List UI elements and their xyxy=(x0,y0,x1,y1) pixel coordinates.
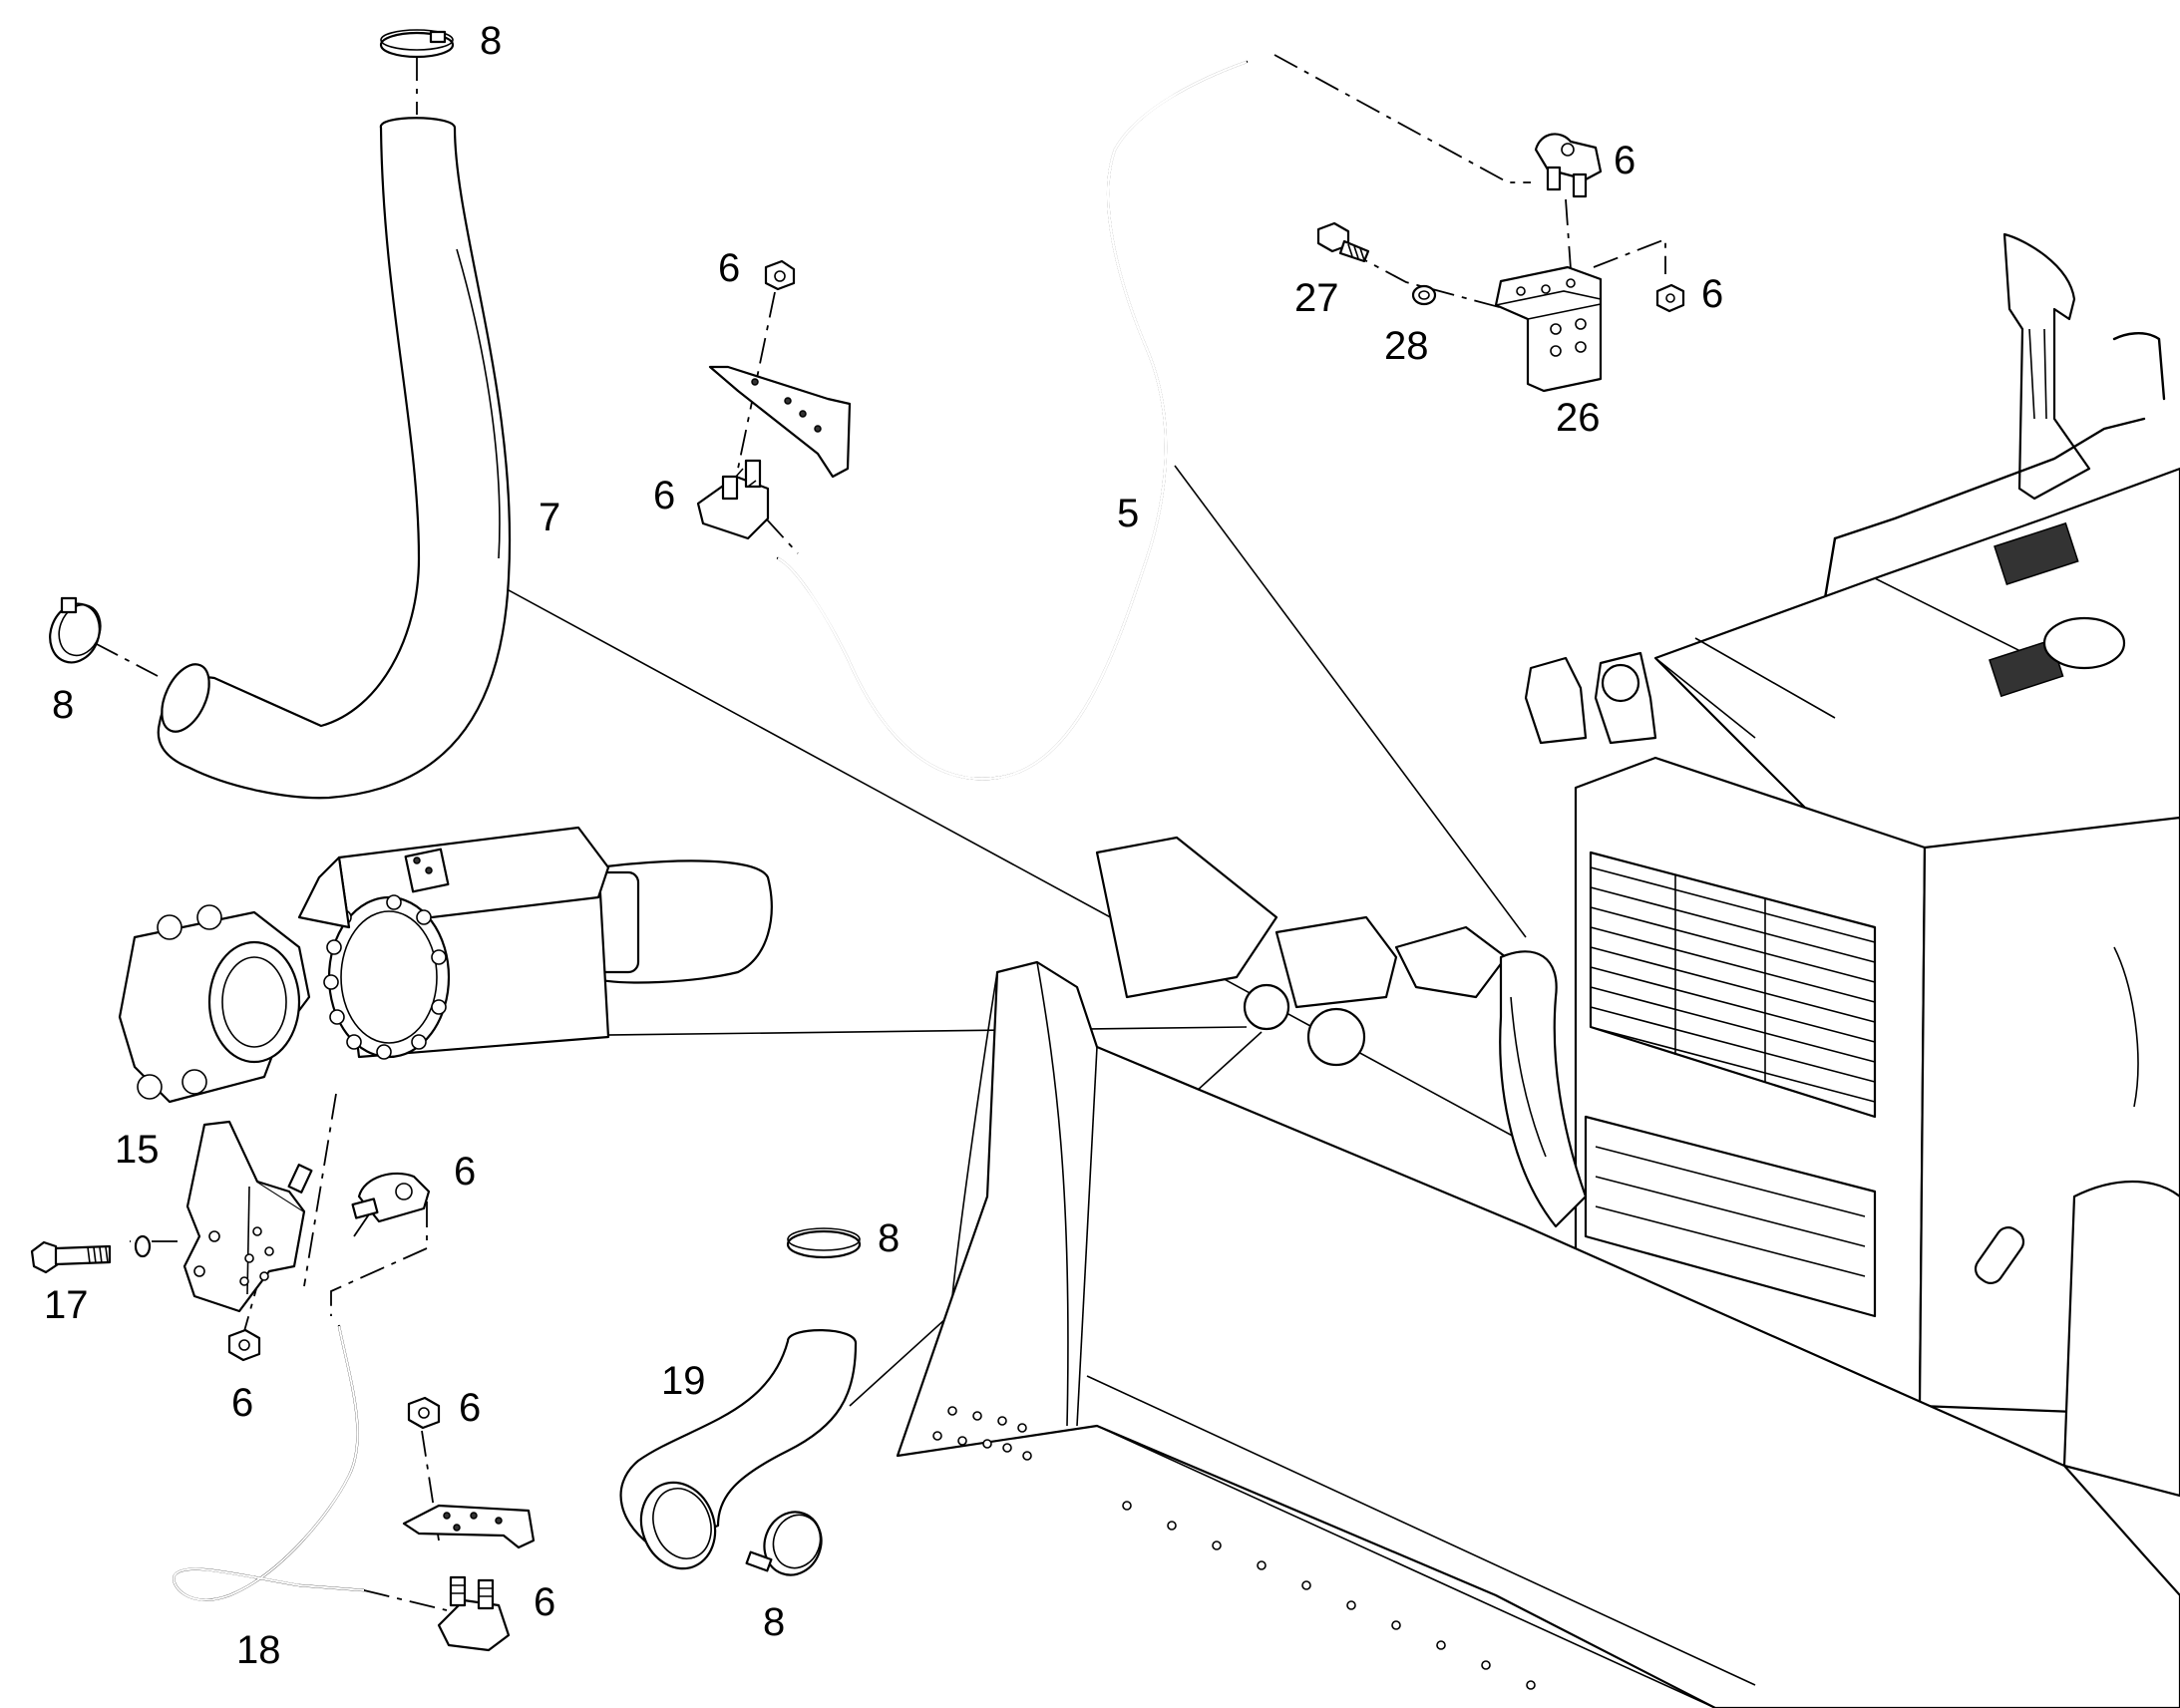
callout-5: 5 xyxy=(1117,492,1139,535)
callout-6-terminal-lower: 6 xyxy=(534,1580,555,1624)
callout-19: 19 xyxy=(661,1359,706,1403)
callout-labels: 8 7 8 6 6 5 6 27 28 6 26 15 6 17 6 8 19 … xyxy=(44,19,1723,1672)
nut-bracket-assembly xyxy=(696,259,852,540)
callout-26: 26 xyxy=(1556,396,1601,440)
upper-radiator-hose xyxy=(157,117,512,800)
hose-clamp-center-top xyxy=(786,1227,862,1259)
callout-15: 15 xyxy=(115,1128,160,1172)
bolt-and-washer xyxy=(30,1234,152,1274)
cable-terminal-top-right xyxy=(1534,133,1603,198)
callout-8-top: 8 xyxy=(480,19,502,63)
ground-cable xyxy=(173,1324,366,1601)
callout-8-left: 8 xyxy=(52,683,74,727)
hose-clamp-top xyxy=(379,29,455,59)
lower-radiator-hose xyxy=(619,1329,858,1570)
callout-6-nut-lower: 6 xyxy=(459,1386,481,1430)
callout-8-center-bottom: 8 xyxy=(763,1600,785,1644)
callout-6-nut-top: 6 xyxy=(718,246,740,290)
callout-28: 28 xyxy=(1384,324,1429,368)
bracket-hardware xyxy=(1316,221,1685,393)
lower-clamp-assembly xyxy=(402,1396,536,1652)
cable-terminal-mid xyxy=(351,1172,431,1223)
callout-6-nut-right: 6 xyxy=(1701,272,1723,316)
grille-lines xyxy=(1590,866,1876,1103)
callout-6-clamp-top: 6 xyxy=(653,474,675,517)
battery-cable xyxy=(776,60,1249,781)
callout-6-terminal-top-right: 6 xyxy=(1614,139,1635,182)
hose-clamp-center-bottom xyxy=(745,1511,823,1576)
hose-clamp-left xyxy=(49,596,102,664)
callout-7: 7 xyxy=(539,496,560,539)
machine-body xyxy=(1524,232,2180,1498)
nut-lower-left xyxy=(227,1328,261,1362)
dozer-blade xyxy=(896,836,2180,1708)
callout-8-center-top: 8 xyxy=(878,1216,900,1260)
mounting-bracket-lower xyxy=(182,1120,313,1313)
callout-6-terminal-mid: 6 xyxy=(454,1150,476,1194)
callout-18: 18 xyxy=(236,1628,281,1672)
callout-6-nut-lower-left: 6 xyxy=(231,1381,253,1425)
cutting-edge-bolts xyxy=(932,1406,1536,1690)
callout-27: 27 xyxy=(1294,276,1339,320)
callout-17: 17 xyxy=(44,1283,89,1327)
hydraulic-cylinder xyxy=(118,826,773,1104)
